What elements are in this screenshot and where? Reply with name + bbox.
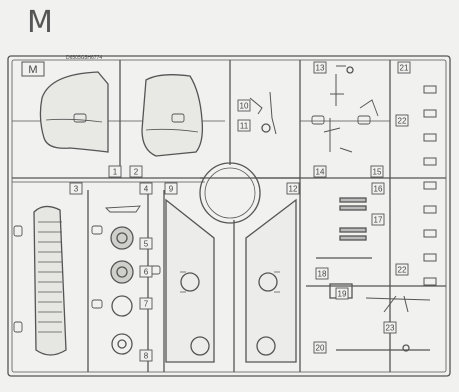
part-label-4: 4 <box>139 182 153 195</box>
part-3-grille <box>33 205 67 356</box>
part-label-text: 11 <box>240 122 249 131</box>
part-label-21: 21 <box>397 61 411 74</box>
part-label-18: 18 <box>315 267 329 280</box>
part-label-text: 5 <box>144 240 149 249</box>
part-label-text: 20 <box>316 344 325 353</box>
part-label-text: 6 <box>144 268 149 277</box>
part-16-bar <box>339 197 367 203</box>
sprue-frame-tag: M <box>21 61 45 77</box>
part-label-text: 16 <box>374 185 383 194</box>
part-label-16: 16 <box>371 182 385 195</box>
part-6-wheel <box>110 260 134 284</box>
part-label-19: 19 <box>335 287 349 300</box>
part-label-text: 18 <box>318 270 327 279</box>
part-label-6: 6 <box>139 265 153 278</box>
part-label-14: 14 <box>313 165 327 178</box>
part-label-15: 15 <box>370 165 384 178</box>
central-ring-inner <box>204 167 256 219</box>
part-10-lever <box>249 91 277 135</box>
sprue-inner-frame <box>11 59 447 373</box>
part-label-20: 20 <box>313 341 327 354</box>
part-label-text: 14 <box>316 168 325 177</box>
part-label-10: 10 <box>237 99 251 112</box>
part-label-text: 1 <box>113 168 118 177</box>
part-12-plate <box>245 198 297 363</box>
part-label-3: 3 <box>69 182 83 195</box>
part-label-24: 22 <box>395 263 409 276</box>
part-7-disc <box>111 295 133 317</box>
part-label-2: 2 <box>129 165 143 178</box>
part-label-12: 12 <box>286 182 300 195</box>
code-stamp: D6505G5H6774 <box>66 55 102 61</box>
part-label-9: 9 <box>164 182 178 195</box>
part-label-text: 23 <box>386 324 395 333</box>
part-9-plate <box>165 198 215 363</box>
sprue-outer-frame <box>7 55 451 377</box>
part-label-23: 23 <box>383 321 397 334</box>
part-23-linkage <box>365 295 431 313</box>
part-8-disc <box>111 333 133 355</box>
part-17-bar <box>339 227 367 233</box>
part-label-text: 2 <box>134 168 139 177</box>
part-1-fender <box>39 71 109 153</box>
part-label-text: 22 <box>398 266 407 275</box>
part-label-text: 13 <box>316 64 325 73</box>
part-label-17: 17 <box>371 213 385 226</box>
central-ring-outer <box>199 162 261 224</box>
sprue-letter: M <box>27 5 53 40</box>
part-label-5: 5 <box>139 237 153 250</box>
part-label-text: 7 <box>144 300 149 309</box>
part-label-text: 10 <box>240 102 249 111</box>
part-label-text: 15 <box>373 168 382 177</box>
part-label-22: 22 <box>395 114 409 127</box>
part-label-text: 21 <box>400 64 409 73</box>
part-label-8: 8 <box>139 349 153 362</box>
part-5-wheel <box>110 226 134 250</box>
part-label-text: 19 <box>338 290 347 299</box>
part-label-text: 4 <box>144 185 149 194</box>
part-label-11: 11 <box>237 119 251 132</box>
part-label-7: 7 <box>139 297 153 310</box>
part-13-rod <box>330 65 346 106</box>
part-label-text: 9 <box>169 185 174 194</box>
part-label-text: 17 <box>374 216 383 225</box>
part-label-text: 8 <box>144 352 149 361</box>
frame-tag-text: M <box>28 64 37 76</box>
part-label-text: 22 <box>398 117 407 126</box>
part-label-1: 1 <box>108 165 122 178</box>
part-label-text: 3 <box>74 185 79 194</box>
part-label-text: 12 <box>289 185 298 194</box>
part-label-13: 13 <box>313 61 327 74</box>
part-14-rod <box>323 118 353 153</box>
